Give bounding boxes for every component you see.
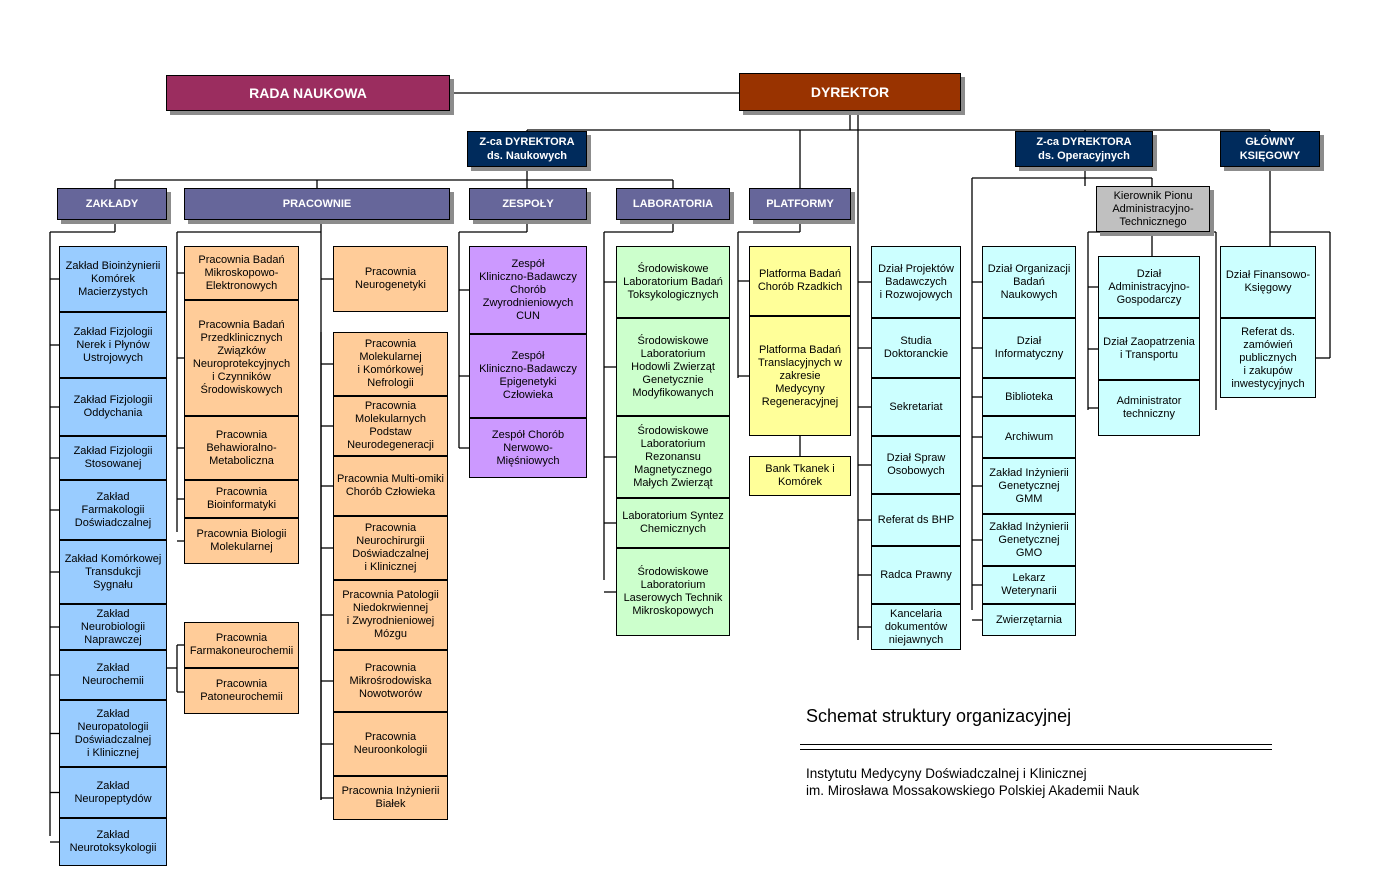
header-platformy: PLATFORMY	[749, 188, 851, 220]
pracownia-item: Pracownia Neurogenetyki	[333, 246, 448, 312]
dyrektor-box: DYREKTOR	[739, 73, 961, 111]
caption-title: Schemat struktury organizacyjnej	[806, 706, 1072, 726]
laboratorium-item: Laboratorium Syntez Chemicznych	[616, 498, 730, 548]
dyrektor-unit-item: Referat ds BHP	[871, 494, 961, 546]
platforma-item: Platforma Badań Chorób Rzadkich	[749, 246, 851, 316]
caption-rule	[800, 744, 1272, 745]
kierownik-pionu-box: Kierownik Pionu Administracyjno- Technic…	[1096, 186, 1210, 232]
pracownia-item: Pracownia Neurochirurgii Doświadczalnej …	[333, 516, 448, 580]
operacyjny-unit-item: Biblioteka	[982, 378, 1076, 416]
pracownia-item: Pracownia Patologii Niedokrwiennej i Zwy…	[333, 580, 448, 650]
pracownia-item: Pracownia Farmakoneurochemii	[184, 622, 299, 668]
dyrektor-unit-item: Kancelaria dokumentów niejawnych	[871, 604, 961, 650]
laboratorium-item: Środowiskowe Laboratorium Hodowli Zwierz…	[616, 318, 730, 416]
operacyjny-unit-item: Zwierzętarnia	[982, 604, 1076, 636]
zaklad-item: Zakład Neuropeptydów	[59, 767, 167, 818]
pracownia-item: Pracownia Multi-omiki Chorób Człowieka	[333, 456, 448, 516]
header-laboratoria: LABORATORIA	[616, 188, 730, 220]
zespol-item: Zespół Kliniczno-Badawczy Chorób Zwyrodn…	[469, 246, 587, 334]
pracownia-item: Pracownia Badań Przedklinicznych Związkó…	[184, 300, 299, 416]
operacyjny-unit-item: Archiwum	[982, 416, 1076, 458]
zaklad-item: Zakład Neurochemii	[59, 650, 167, 700]
operacyjny-unit-item: Dział Informatyczny	[982, 318, 1076, 378]
zaklad-item: Zakład Fizjologii Oddychania	[59, 378, 167, 436]
laboratorium-item: Środowiskowe Laboratorium Rezonansu Magn…	[616, 416, 730, 498]
institute-name: Instytutu Medycyny Doświadczalnej i Klin…	[806, 766, 1087, 781]
pracownia-item: Pracownia Molekularnych Podstaw Neurodeg…	[333, 396, 448, 456]
operacyjny-unit-item: Zakład Inżynierii Genetycznej GMM	[982, 458, 1076, 514]
rada-naukowa-box: RADA NAUKOWA	[166, 75, 450, 111]
operacyjny-unit-item: Lekarz Weterynarii	[982, 566, 1076, 604]
zaklad-item: Zakład Neurobiologii Naprawczej	[59, 604, 167, 650]
zaklad-item: Zakład Neuropatologii Doświadczalnej i K…	[59, 700, 167, 767]
pracownia-item: Pracownia Behawioralno- Metaboliczna	[184, 416, 299, 480]
zespol-item: Zespół Kliniczno-Badawczy Epigenetyki Cz…	[469, 334, 587, 418]
pracownia-item: Pracownia Patoneurochemii	[184, 668, 299, 714]
pracownia-item: Pracownia Badań Mikroskopowo- Elektronow…	[184, 246, 299, 300]
zespol-item: Zespół Chorób Nerwowo- Mięśniowych	[469, 418, 587, 478]
zca-naukowy-box: Z-ca DYREKTORA ds. Naukowych	[467, 131, 587, 167]
caption-rule	[800, 749, 1272, 750]
zaklad-item: Zakład Bioinżynierii Komórek Macierzysty…	[59, 246, 167, 312]
zaklad-item: Zakład Farmakologii Doświadczalnej	[59, 480, 167, 540]
dyrektor-unit-item: Sekretariat	[871, 378, 961, 436]
kierownik-unit-item: Administrator techniczny	[1098, 380, 1200, 436]
zaklad-item: Zakład Neurotoksykologii	[59, 818, 167, 866]
ksiegowy-unit-item: Referat ds. zamówień publicznych i zakup…	[1220, 318, 1316, 398]
kierownik-unit-item: Dział Administracyjno- Gospodarczy	[1098, 256, 1200, 318]
dyrektor-unit-item: Dział Spraw Osobowych	[871, 436, 961, 494]
zaklad-item: Zakład Fizjologii Nerek i Płynów Ustrojo…	[59, 312, 167, 378]
glowny-ksiegowy-box: GŁÓWNY KSIĘGOWY	[1220, 131, 1320, 167]
laboratorium-item: Środowiskowe Laboratorium Laserowych Tec…	[616, 548, 730, 636]
header-zaklady: ZAKŁADY	[57, 188, 167, 220]
bank-tkanek-box: Bank Tkanek i Komórek	[749, 456, 851, 496]
laboratorium-item: Środowiskowe Laboratorium Badań Toksykol…	[616, 246, 730, 318]
institute-name-2: im. Mirosława Mossakowskiego Polskiej Ak…	[806, 783, 1140, 798]
pracownia-item: Pracownia Biologii Molekularnej	[184, 518, 299, 564]
zaklad-item: Zakład Fizjologii Stosowanej	[59, 436, 167, 480]
zaklad-item: Zakład Komórkowej Transdukcji Sygnału	[59, 540, 167, 604]
header-pracownie: PRACOWNIE	[184, 188, 450, 220]
pracownia-item: Pracownia Bioinformatyki	[184, 480, 299, 518]
dyrektor-unit-item: Dział Projektów Badawczych i Rozwojowych	[871, 246, 961, 318]
pracownia-item: Pracownia Molekularnej i Komórkowej Nefr…	[333, 332, 448, 396]
pracownia-item: Pracownia Mikrośrodowiska Nowotworów	[333, 650, 448, 712]
kierownik-unit-item: Dział Zaopatrzenia i Transportu	[1098, 318, 1200, 380]
operacyjny-unit-item: Dział Organizacji Badań Naukowych	[982, 246, 1076, 318]
dyrektor-unit-item: Studia Doktoranckie	[871, 318, 961, 378]
dyrektor-unit-item: Radca Prawny	[871, 546, 961, 604]
header-zespoly: ZESPOŁY	[469, 188, 587, 220]
ksiegowy-unit-item: Dział Finansowo- Księgowy	[1220, 246, 1316, 318]
operacyjny-unit-item: Zakład Inżynierii Genetycznej GMO	[982, 514, 1076, 566]
platforma-item: Platforma Badań Translacyjnych w zakresi…	[749, 316, 851, 436]
pracownia-item: Pracownia Inżynierii Białek	[333, 776, 448, 820]
pracownia-item: Pracownia Neuroonkologii	[333, 712, 448, 776]
zca-operacyjny-box: Z-ca DYREKTORA ds. Operacyjnych	[1015, 131, 1153, 167]
